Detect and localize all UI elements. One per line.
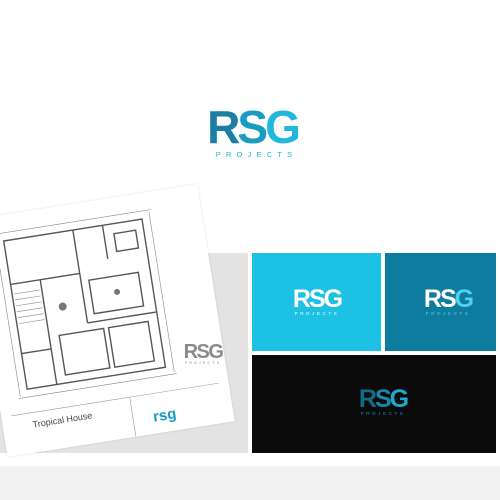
black-logo-word: RSG (350, 387, 416, 412)
black-logo-panel (252, 355, 496, 453)
gray-logo-subtitle: PROJECTS (184, 361, 222, 365)
logo-letter-r: R (207, 101, 240, 153)
blue-logo-letter-g: G (454, 285, 475, 313)
blueprint-sheet: Tropical House rsg (0, 184, 235, 458)
black-logo-letter-r: R (358, 385, 377, 413)
cyan-logo-word: RSG (292, 285, 343, 313)
blue-logo-panel (385, 253, 496, 351)
blue-logo-letter-r: R (423, 285, 442, 313)
gray-panel-logo: RSG PROJECTS (178, 342, 228, 366)
black-panel-logo: RSG PROJECTS (350, 387, 416, 417)
cyan-panel-logo: RSG PROJECTS (284, 287, 350, 317)
hero-logo-word: RSG (190, 104, 315, 150)
hero-logo: RSG PROJECTS (190, 104, 315, 159)
logo-letter-g: G (265, 101, 301, 153)
black-logo-letter-s: S (374, 385, 392, 413)
blue-logo-word: RSG (418, 287, 478, 312)
blue-logo-subtitle: PROJECTS (425, 311, 471, 316)
black-logo-subtitle: PROJECTS (360, 411, 406, 416)
cyan-logo-subtitle: PROJECTS (294, 311, 340, 316)
hero-logo-subtitle: PROJECTS (215, 150, 298, 159)
floor-plan-drawing: Tropical House rsg (0, 209, 219, 437)
sheet-caption: Tropical House (32, 410, 93, 429)
blue-logo-letter-s: S (439, 285, 457, 313)
cyan-logo-panel (252, 253, 381, 351)
bottom-strip (0, 466, 500, 500)
sheet-logo: rsg (152, 405, 178, 425)
gray-logo-word: RSG (183, 341, 224, 363)
blue-panel-logo: RSG PROJECTS (418, 287, 478, 317)
black-logo-letter-g: G (389, 385, 410, 413)
logo-letter-s: S (237, 101, 268, 153)
